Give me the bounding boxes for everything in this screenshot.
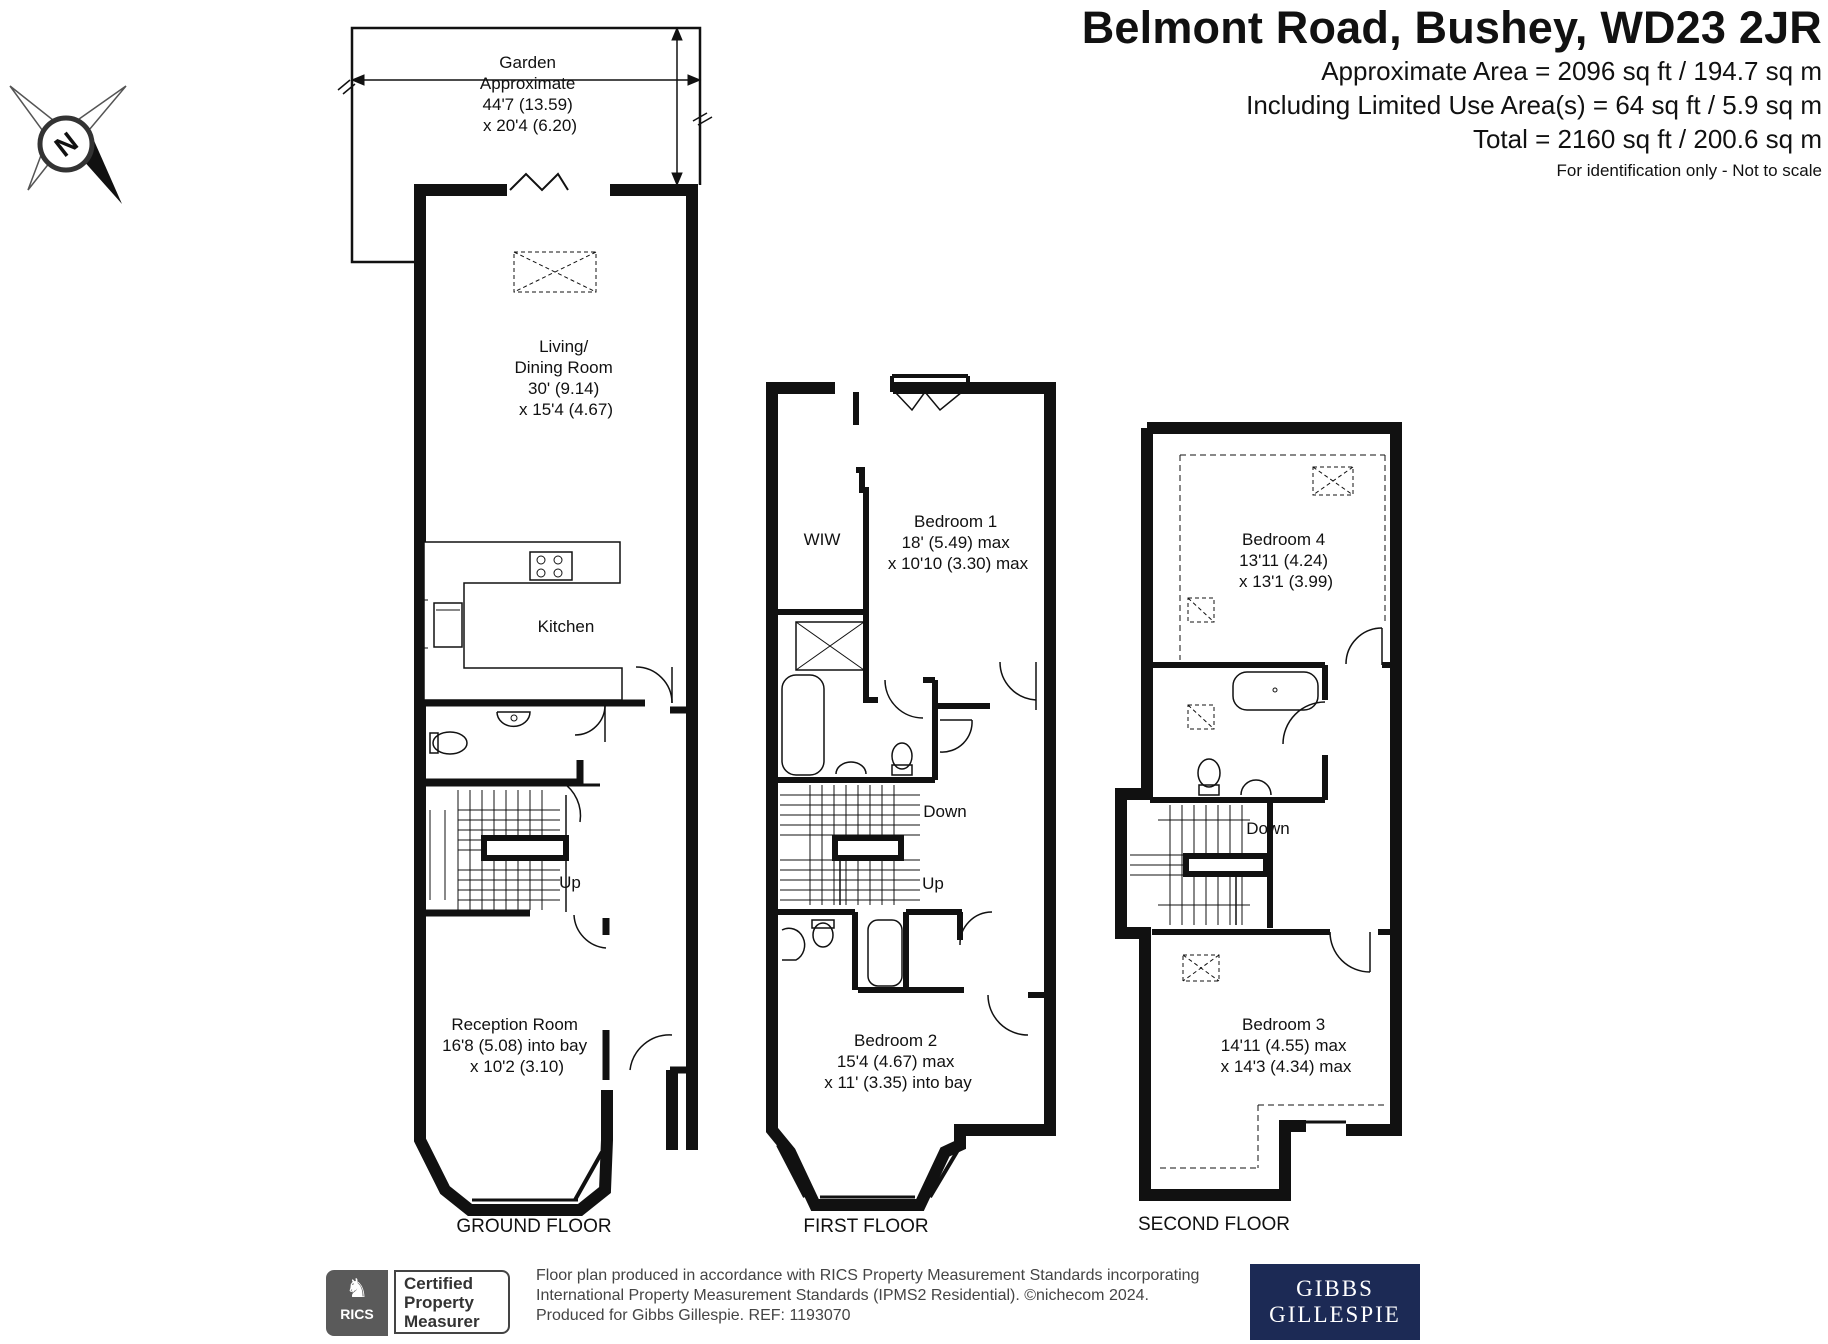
first-stairs-up-label: Up (922, 874, 944, 893)
kitchen-label: Kitchen (538, 617, 595, 636)
legal-line: International Property Measurement Stand… (536, 1287, 1149, 1304)
rics-crest-icon: ♞ (345, 1273, 369, 1303)
legal-line: Produced for Gibbs Gillespie. REF: 11930… (536, 1307, 851, 1324)
bedroom-2-label: Bedroom 2 15'4 (4.67) max x 11' (3.35) i… (824, 1031, 972, 1092)
bedroom-3-label: Bedroom 3 14'11 (4.55) max x 14'3 (4.34)… (1221, 1015, 1352, 1076)
logo-line: GILLESPIE (1269, 1302, 1401, 1327)
bedroom-1-label: Bedroom 1 18' (5.49) max x 10'10 (3.30) … (888, 512, 1029, 573)
certified-measurer-badge: Certified Property Measurer (394, 1270, 510, 1334)
second-floor-label: SECOND FLOOR (1138, 1214, 1290, 1235)
rics-logo: ♞ RICS (326, 1270, 388, 1336)
area-approximate: Approximate Area = 2096 sq ft / 194.7 sq… (1321, 56, 1822, 86)
logo-line: GIBBS (1296, 1276, 1374, 1301)
second-floor-plan (1115, 422, 1402, 1201)
footer: ♞ RICS Certified Property Measurer Floor… (326, 1264, 1826, 1344)
ground-floor-label: GROUND FLOOR (456, 1216, 611, 1237)
compass-icon: N (9, 85, 127, 204)
first-floor-label: FIRST FLOOR (803, 1216, 928, 1237)
cert-line: Certified (404, 1274, 473, 1293)
ground-stairs-up-label: Up (559, 873, 581, 892)
wiw-label: WIW (804, 530, 841, 549)
ground-floor-plan (337, 26, 713, 1216)
first-floor-plan (766, 374, 1056, 1211)
area-total: Total = 2160 sq ft / 200.6 sq m (1472, 124, 1822, 154)
reception-room-label: Reception Room 16'8 (5.08) into bay x 10… (442, 1015, 592, 1076)
first-stairs-down-label: Down (923, 802, 966, 821)
gibbs-gillespie-logo: GIBBS GILLESPIE (1250, 1264, 1420, 1340)
identification-note: For identification only - Not to scale (1556, 161, 1822, 180)
cert-line: Measurer (404, 1312, 480, 1331)
cert-line: Property (404, 1293, 474, 1312)
garden-label: Garden Approximate 44'7 (13.59) x 20'4 (… (480, 53, 580, 135)
area-limited-use: Including Limited Use Area(s) = 64 sq ft… (1246, 90, 1822, 120)
bedroom-4-label: Bedroom 4 13'11 (4.24) x 13'1 (3.99) (1239, 530, 1333, 591)
header: Belmont Road, Bushey, WD23 2JR Approxima… (1082, 0, 1822, 186)
second-stairs-down-label: Down (1246, 819, 1289, 838)
property-title: Belmont Road, Bushey, WD23 2JR (1081, 2, 1822, 53)
legal-line: Floor plan produced in accordance with R… (536, 1267, 1200, 1284)
living-dining-label: Living/ Dining Room 30' (9.14) x 15'4 (4… (515, 337, 618, 419)
rics-logo-text: RICS (340, 1306, 374, 1322)
legal-text: Floor plan produced in accordance with R… (536, 1266, 1199, 1326)
